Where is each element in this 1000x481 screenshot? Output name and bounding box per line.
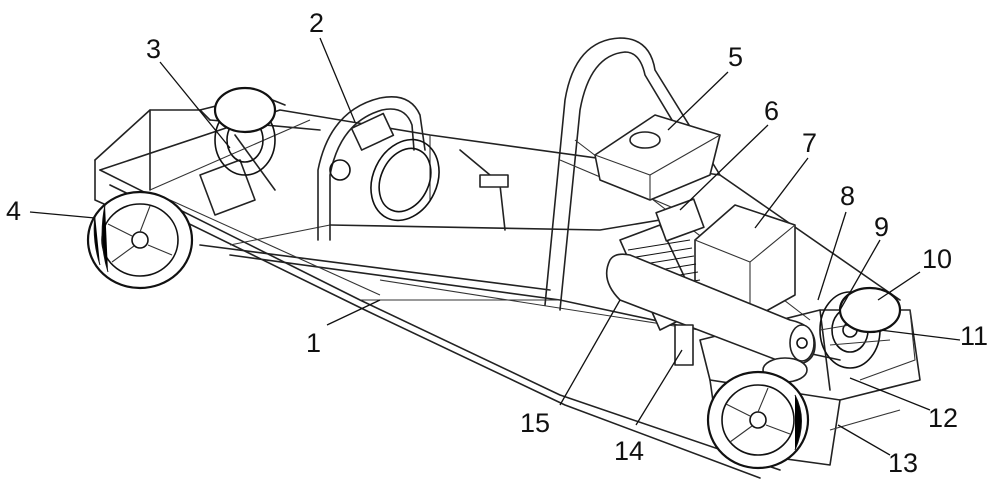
callout-14: 14	[614, 436, 644, 466]
leader-10	[877, 271, 921, 301]
callout-1: 1	[306, 328, 321, 358]
leader-4	[29, 211, 96, 219]
callout-12: 12	[928, 403, 958, 433]
leader-11	[879, 329, 961, 341]
rear-left-wheel	[706, 370, 810, 470]
leader-6	[679, 124, 769, 211]
callout-3: 3	[146, 34, 161, 64]
callout-7: 7	[802, 128, 817, 158]
fuel-tank	[594, 114, 721, 201]
leader-7	[754, 157, 809, 229]
leader-13	[837, 424, 891, 456]
leader-2	[319, 37, 356, 123]
callout-9: 9	[874, 212, 889, 242]
front-left-wheel	[86, 190, 194, 290]
callout-labels: 1 2 3 4 5 6 7 8 9 10 11 12 13 14 15	[6, 8, 988, 478]
callout-15: 15	[520, 408, 550, 438]
leader-5	[667, 71, 729, 131]
callout-2: 2	[309, 8, 324, 38]
muffler-bracket	[674, 324, 694, 366]
leader-3	[159, 61, 231, 149]
callout-5: 5	[728, 42, 743, 72]
leader-15	[559, 299, 621, 406]
callout-6: 6	[764, 96, 779, 126]
leader-9	[839, 239, 881, 311]
callout-8: 8	[840, 181, 855, 211]
leader-8	[817, 211, 847, 301]
leader-14	[635, 349, 683, 426]
callout-13: 13	[888, 448, 918, 478]
callout-4: 4	[6, 196, 21, 226]
leader-lines	[29, 37, 961, 456]
leader-1	[326, 299, 381, 326]
exhaust-muffler	[605, 253, 816, 366]
callout-10: 10	[922, 244, 952, 274]
callout-11: 11	[960, 321, 988, 351]
leader-12	[849, 377, 931, 411]
front-right-wheel	[213, 86, 277, 134]
